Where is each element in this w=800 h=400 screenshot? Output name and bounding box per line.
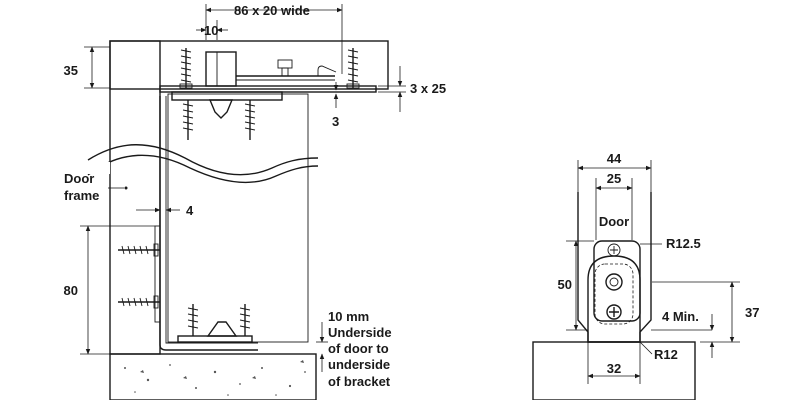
door-top-plate	[171, 91, 283, 101]
bolt-head	[277, 59, 293, 69]
screw	[187, 304, 199, 336]
screw	[118, 243, 160, 257]
dim-4: 4	[186, 203, 194, 218]
guide-body	[587, 255, 641, 343]
note-line3: of door to	[328, 341, 389, 356]
floor-texture	[124, 360, 306, 396]
floor-guide	[206, 321, 238, 337]
dim-3x25: 3 x 25	[410, 81, 446, 96]
door-edge	[159, 96, 258, 351]
r12-label: R12	[654, 347, 678, 362]
screw	[244, 100, 256, 140]
door-side-plate	[154, 225, 161, 323]
four-min-label: 4 Min.	[662, 309, 699, 324]
guide-inner-dash	[594, 263, 634, 325]
door-frame-line1: Door	[64, 171, 94, 186]
guide-pin	[208, 99, 234, 119]
dim-35: 35	[64, 63, 78, 78]
screw	[118, 295, 160, 309]
note-line5: of bracket	[328, 374, 391, 389]
screw-bottom	[606, 304, 622, 320]
note-line1: 10 mm	[328, 309, 369, 324]
door-label: Door	[599, 214, 629, 229]
dim-50: 50	[558, 277, 572, 292]
dim-37: 37	[745, 305, 759, 320]
dim-10: 10	[204, 23, 218, 38]
dim-3: 3	[332, 114, 339, 129]
spring-clip	[317, 65, 337, 76]
dim-top-width: 86 x 20 wide	[234, 3, 310, 18]
door-frame-label: Door	[64, 171, 94, 186]
break-line-2	[87, 154, 319, 184]
floor-slab	[109, 353, 317, 400]
floor-bracket	[177, 335, 253, 343]
r12-5-label: R12.5	[666, 236, 701, 251]
door-frame-line2: frame	[64, 188, 99, 203]
dim-32: 32	[607, 361, 621, 376]
door-frame-jamb	[109, 40, 161, 355]
door-panel	[167, 93, 309, 343]
door-edge-inner	[165, 96, 258, 344]
dim-25: 25	[607, 171, 621, 186]
side-view: 86 x 20 wide 10 35 3 x 25 3 Door frame 4…	[64, 3, 446, 400]
screw	[182, 100, 194, 140]
screw	[346, 48, 360, 89]
dim-44: 44	[607, 151, 622, 166]
screw-hole	[605, 273, 623, 291]
dim-80: 80	[64, 283, 78, 298]
note-line2: Underside	[328, 325, 392, 340]
door-frame-label-2: frame	[64, 188, 99, 203]
screw	[179, 48, 193, 89]
note-line4: underside	[328, 357, 390, 372]
header-beam	[109, 40, 389, 90]
screw-top	[607, 243, 621, 257]
front-view: 44 25 Door R12.5 50 37 4 Min. R12 32	[532, 151, 759, 400]
screw	[239, 304, 251, 336]
break-line	[87, 144, 319, 176]
top-bracket-block	[205, 51, 237, 87]
